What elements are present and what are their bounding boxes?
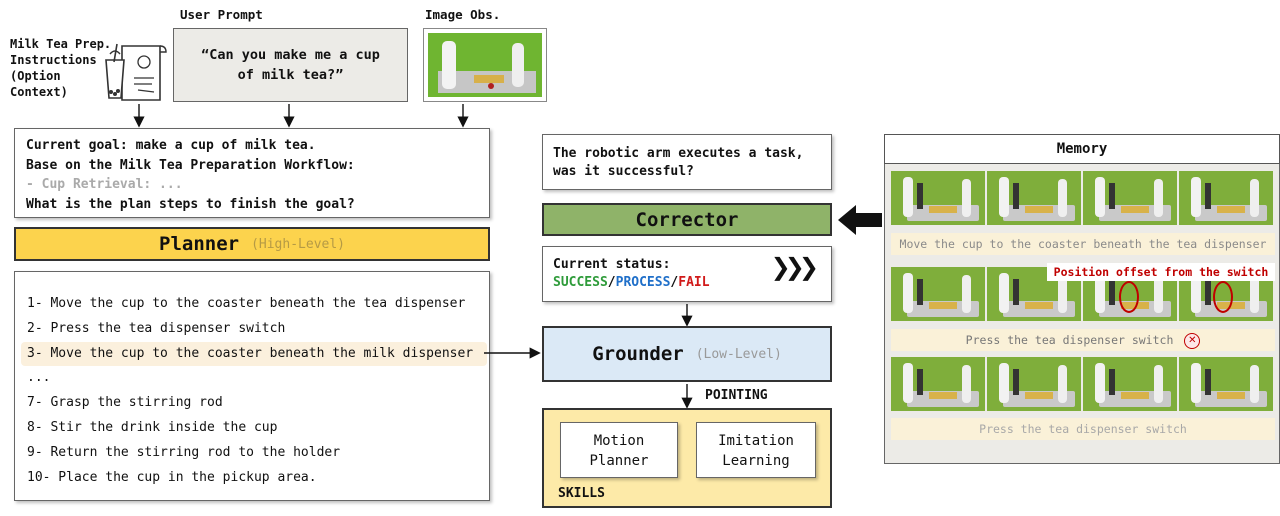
user-prompt-box: “Can you make me a cup of milk tea?” [173, 28, 408, 102]
memory-frame [891, 267, 985, 321]
pointing-label: POINTING [705, 388, 768, 403]
plan-steps-box: 1- Move the cup to the coaster beneath t… [14, 271, 490, 501]
memory-frame [1179, 357, 1273, 411]
grounder-level: (Low-Level) [695, 346, 782, 362]
memory-frame [1083, 171, 1177, 225]
memory-to-corrector-arrow [838, 205, 882, 235]
planner-title: Planner [159, 233, 240, 255]
planner-level: (High-Level) [251, 236, 345, 252]
input-arrows [133, 104, 469, 128]
corrector-block: Corrector [542, 203, 832, 236]
position-offset-note: Position offset from the switch [1047, 263, 1275, 281]
plan-step: 8- Stir the drink inside the cup [27, 419, 278, 435]
status-fail: FAIL [678, 275, 710, 290]
memory-frame [987, 171, 1081, 225]
memory-caption-2-text: Press the tea dispenser switch [965, 333, 1174, 347]
fail-x-icon: ✕ [1184, 332, 1201, 349]
memory-title-bar: Memory [884, 134, 1280, 164]
memory-frame [1083, 357, 1177, 411]
plan-step-ellipsis: ... [27, 370, 51, 386]
goal-prompt-box: Current goal: make a cup of milk tea. Ba… [14, 128, 490, 218]
plan-step: 10- Place the cup in the pickup area. [27, 469, 317, 485]
chevrons-icon: ❯❯❯ [770, 253, 819, 281]
corrector-prompt-box: The robotic arm executes a task, was it … [542, 134, 832, 190]
planner-block: Planner (High-Level) [14, 227, 490, 261]
flow-arrows [484, 304, 693, 409]
memory-caption-1: Move the cup to the coaster beneath the … [891, 233, 1275, 255]
status-separator: / [607, 275, 616, 290]
status-box: Current status: SUCCESS/PROCESS/FAIL ❯❯❯ [542, 246, 832, 302]
plan-question-line: What is the plan steps to finish the goa… [26, 196, 355, 212]
skills-block: Motion Planner Imitation Learning SKILLS [542, 408, 832, 508]
imitation-learning-box: Imitation Learning [696, 422, 816, 478]
memory-frame [891, 171, 985, 225]
motion-planner-box: Motion Planner [560, 422, 678, 478]
memory-frames-row-1 [889, 169, 1279, 227]
offset-circle-marker [1119, 281, 1139, 313]
grounder-block: Grounder (Low-Level) [542, 326, 832, 382]
plan-step-highlighted: 3- Move the cup to the coaster beneath t… [21, 341, 487, 367]
skills-label: SKILLS [558, 486, 605, 501]
status-success: SUCCESS [553, 275, 608, 290]
memory-caption-3: Press the tea dispenser switch [891, 418, 1275, 440]
cup-retrieval-line: - Cup Retrieval: ... [26, 177, 183, 192]
memory-frame [891, 357, 985, 411]
goal-line: Current goal: make a cup of milk tea. [26, 138, 316, 153]
plan-step: 2- Press the tea dispenser switch [27, 320, 286, 336]
memory-frame [1179, 171, 1273, 225]
user-prompt-text: “Can you make me a cup of milk tea?” [201, 47, 380, 83]
status-process: PROCESS [615, 275, 671, 290]
workflow-line: Base on the Milk Tea Preparation Workflo… [26, 157, 355, 173]
plan-step: 9- Return the stirring rod to the holder [27, 444, 341, 460]
memory-title: Memory [1056, 141, 1108, 157]
memory-frame [987, 357, 1081, 411]
plan-step: 1- Move the cup to the coaster beneath t… [27, 296, 466, 311]
memory-panel: Memory Move the cup to the coaster benea… [884, 134, 1280, 464]
instructions-label: Milk Tea Prep. Instructions (Option Cont… [10, 37, 112, 99]
image-observation [423, 28, 547, 102]
memory-caption-2: Press the tea dispenser switch ✕ [891, 329, 1275, 351]
grounder-title: Grounder [592, 343, 684, 365]
status-values: SUCCESS/PROCESS/FAIL [553, 274, 821, 292]
image-obs-label: Image Obs. [425, 7, 501, 22]
recipe-document-icon [105, 43, 167, 101]
offset-circle-marker [1213, 281, 1233, 313]
user-prompt-label: User Prompt [180, 7, 263, 22]
status-label: Current status: [553, 257, 671, 272]
corrector-title: Corrector [635, 208, 739, 231]
memory-frames-row-3 [889, 355, 1279, 413]
status-separator: / [670, 275, 679, 290]
plan-step: 7- Grasp the stirring rod [27, 395, 223, 411]
